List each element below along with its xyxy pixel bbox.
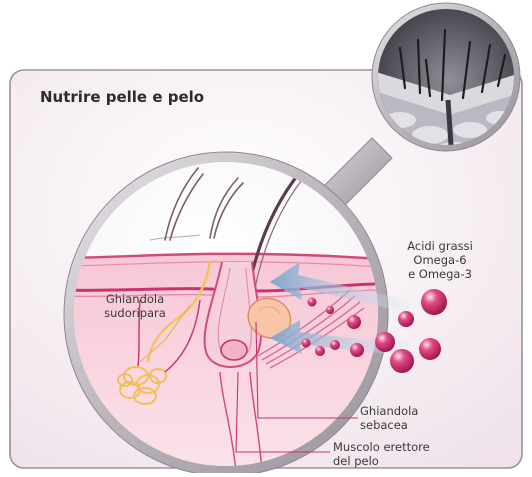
label-omega-fatty-acids: Acidi grassi Omega-6 e Omega-3 [385,239,495,281]
label-line: del pelo [333,454,443,468]
label-erector-muscle: Muscolo erettore del pelo [333,440,443,468]
label-sweat-gland: Ghiandola sudoripara [90,292,180,320]
label-line: Muscolo erettore [333,440,443,454]
label-line: Omega-6 [385,253,495,267]
label-line: sebacea [360,418,460,432]
label-line: Acidi grassi [385,239,495,253]
label-line: sudoripara [90,306,180,320]
label-sebaceous-gland: Ghiandola sebacea [360,404,460,432]
label-line: Ghiandola [360,404,460,418]
label-line: Ghiandola [90,292,180,306]
label-line: e Omega-3 [385,267,495,281]
panel-title: Nutrire pelle e pelo [40,88,204,106]
